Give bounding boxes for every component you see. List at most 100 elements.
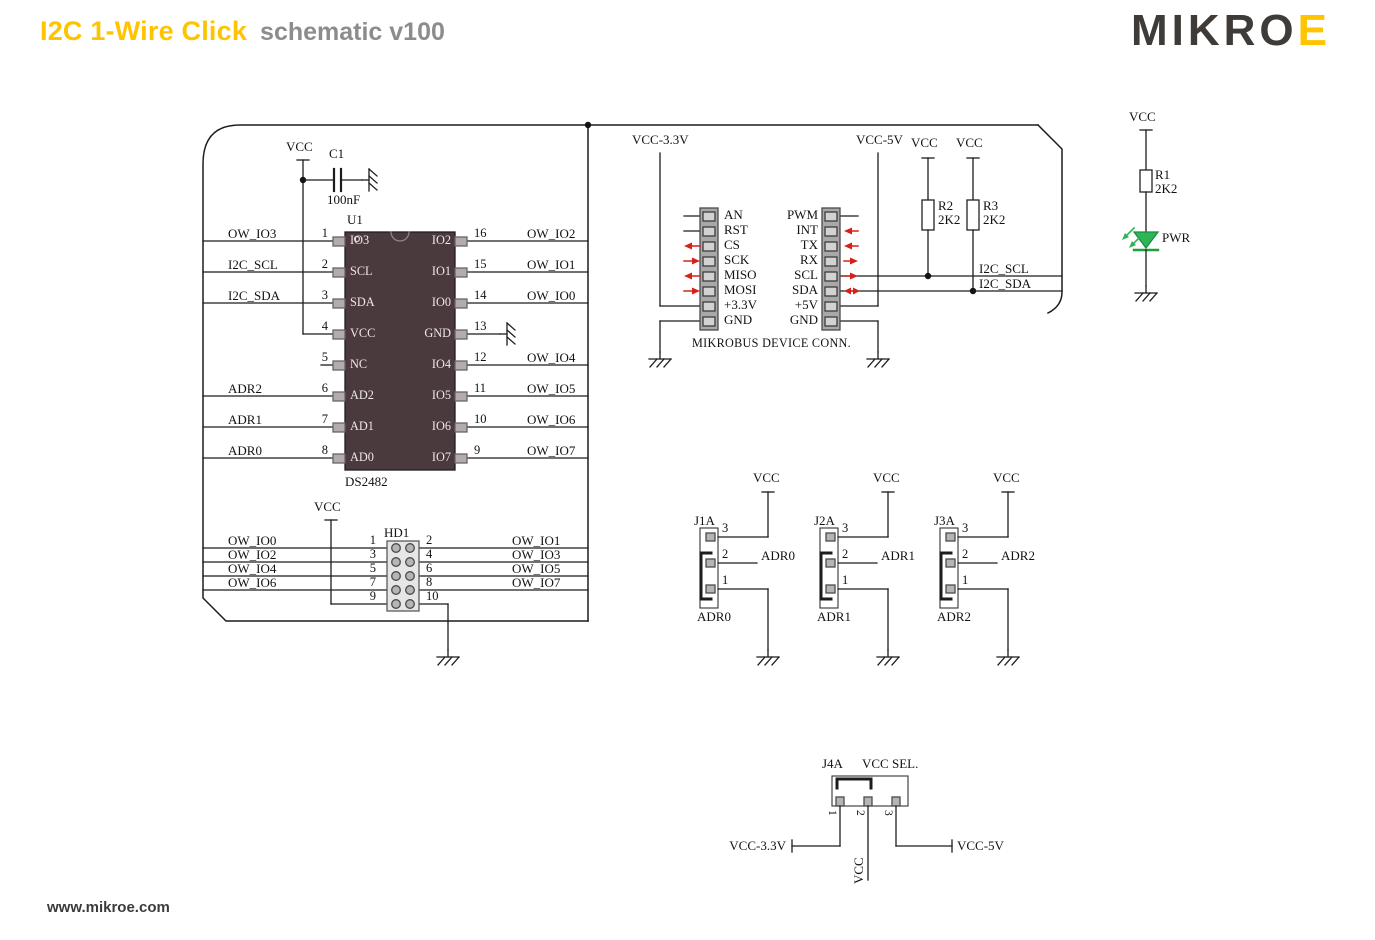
r1-resistor-symbol — [1139, 129, 1153, 233]
u1-pin-number: 12 — [474, 350, 487, 364]
vcc-label: VCC — [1129, 109, 1156, 124]
hd1-ref: HD1 — [384, 525, 410, 540]
vcc-label: VCC — [993, 470, 1020, 485]
u1-pin-name: NC — [350, 357, 368, 371]
pwr-led-label: PWR — [1162, 230, 1191, 245]
u1-pin-number: 6 — [321, 381, 328, 395]
u1-pin-number: 14 — [474, 288, 487, 302]
u1-wires — [202, 159, 589, 459]
jumper-pin-number: 2 — [842, 547, 849, 561]
mikrobus-pin-label: AN — [724, 207, 743, 222]
logo-accent-letter: E — [1297, 6, 1331, 55]
page-subtitle: schematic v100 — [260, 18, 445, 46]
u1-pin-name: IO6 — [431, 419, 451, 433]
mikrobus-left-ground-symbol — [648, 351, 672, 368]
mikrobus-pin-label: INT — [796, 222, 818, 237]
net-label: OW_IO5 — [512, 561, 561, 576]
vcc-label: VCC — [286, 139, 313, 154]
net-label: OW_IO5 — [527, 381, 576, 396]
hd1-header-symbol — [386, 540, 420, 612]
u1-pin-name: IO3 — [350, 233, 370, 247]
jumper-pin-number: 3 — [962, 521, 969, 535]
jumper-j1a-symbol — [699, 491, 780, 666]
hd1-pin-number: 4 — [426, 547, 433, 561]
j1a-ground-symbol — [756, 649, 780, 666]
hd1-pin-number: 2 — [426, 533, 433, 547]
net-label: OW_IO4 — [228, 561, 277, 576]
website-link: www.mikroe.com — [47, 899, 170, 916]
u1-pin-number: 8 — [321, 443, 328, 457]
u1-pin-number: 11 — [474, 381, 487, 395]
mikrobus-pin-label: RST — [724, 222, 748, 237]
vcc-label: VCC — [956, 135, 983, 150]
u1-pin-name: IO1 — [431, 264, 451, 278]
u1-part-number: DS2482 — [345, 474, 388, 489]
net-label: ADR0 — [228, 443, 262, 458]
net-label: OW_IO1 — [527, 257, 576, 272]
vcc-label: VCC — [314, 499, 341, 514]
u1-pin-number: 4 — [321, 319, 328, 333]
logo-text: MIKRO — [1130, 6, 1298, 55]
mikrobus-pin-label: SDA — [791, 282, 818, 297]
net-label: I2C_SDA — [979, 276, 1032, 291]
page-title: I2C 1-Wire Click — [40, 16, 248, 46]
net-label: ADR1 — [881, 548, 915, 563]
hd1-pin-number: 6 — [426, 561, 433, 575]
mikrobus-pin-label: +3.3V — [724, 297, 757, 312]
net-label: OW_IO2 — [228, 547, 277, 562]
jumper-pin-number: 2 — [962, 547, 969, 561]
j4a-caption: VCC SEL. — [862, 756, 919, 771]
mikrobus-pin-label: MISO — [724, 267, 757, 282]
hd1-ground-symbol — [436, 649, 460, 666]
mikrobus-left-wires — [648, 152, 701, 368]
jumper-pin-number: 1 — [722, 573, 729, 587]
u1-pin-number: 15 — [474, 257, 487, 271]
net-label: I2C_SCL — [979, 261, 1029, 276]
mikrobus-pin-label: PWM — [786, 207, 818, 222]
net-label: ADR2 — [228, 381, 262, 396]
u1-pin-number: 7 — [321, 412, 328, 426]
u1-pin-number: 13 — [474, 319, 487, 333]
header: I2C 1-Wire Click schematic v100 — [40, 16, 445, 47]
mikrobus-pin-label: +5V — [794, 297, 818, 312]
jumper-net-caption: ADR0 — [697, 609, 731, 624]
led-ground-symbol — [1134, 285, 1158, 302]
mikrobus-pin-label: GND — [789, 312, 818, 327]
net-label: OW_IO7 — [527, 443, 576, 458]
u1-pin-number: 9 — [474, 443, 481, 457]
hd1-pin-number: 3 — [369, 547, 376, 561]
mikrobus-pin-label: MOSI — [724, 282, 757, 297]
hd1-wires — [202, 519, 589, 666]
mikrobus-pin-label: RX — [799, 252, 818, 267]
u1-pin-number: 1 — [321, 226, 328, 240]
r3-resistor-symbol — [966, 157, 980, 295]
j1a-ref: J1A — [694, 513, 715, 528]
mikrobus-pin-label: TX — [800, 237, 818, 252]
net-label: OW_IO4 — [527, 350, 576, 365]
schematic-frame — [202, 121, 1063, 622]
net-label: OW_IO3 — [512, 547, 561, 562]
j4a-pin-number: 1 — [826, 810, 838, 816]
net-label: ADR2 — [1001, 548, 1035, 563]
u1-pin-name: AD1 — [350, 419, 374, 433]
vcc-label: VCC — [753, 470, 780, 485]
net-label: OW_IO0 — [228, 533, 277, 548]
r1-ref: R1 — [1155, 167, 1171, 182]
mikrobus-pin-label: SCL — [794, 267, 818, 282]
u1-pin-name: AD0 — [350, 450, 374, 464]
jumper-net-caption: ADR1 — [817, 609, 851, 624]
hd1-pin-number: 1 — [369, 533, 376, 547]
j2a-ref: J2A — [814, 513, 835, 528]
mikrobus-right-ground-symbol — [866, 351, 890, 368]
j4a-jumper-symbol — [791, 775, 953, 881]
u1-pin-name: SCL — [350, 264, 373, 278]
c1-capacitor — [302, 167, 378, 193]
u1-pin-number: 16 — [474, 226, 487, 240]
r3-value: 2K2 — [983, 212, 1006, 227]
u1-pin-number: 2 — [321, 257, 328, 271]
u1-pin-name: IO0 — [431, 295, 451, 309]
mikrobus-caption: MIKROBUS DEVICE CONN. — [692, 336, 851, 350]
c1-ref: C1 — [329, 146, 345, 161]
u1-pin-name: VCC — [350, 326, 376, 340]
u1-ref: U1 — [347, 212, 363, 227]
